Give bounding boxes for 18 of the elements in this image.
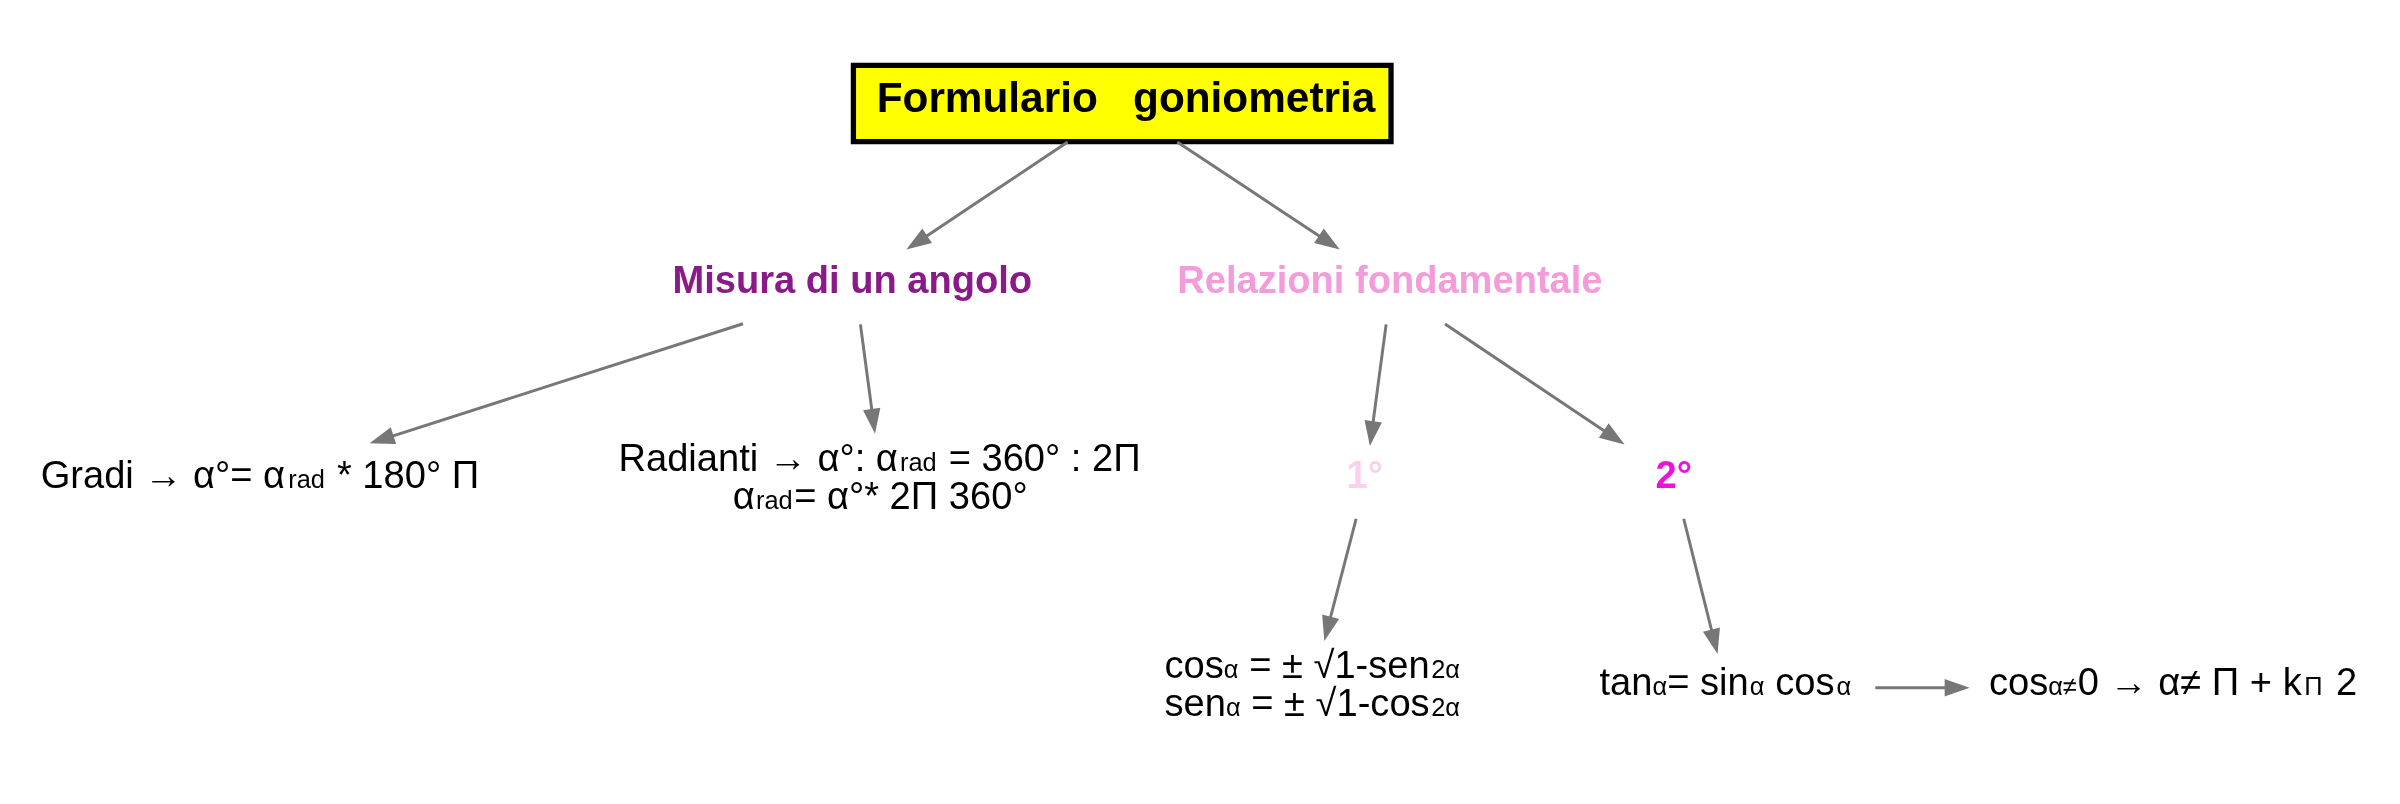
arrow xyxy=(1364,324,1388,446)
node-text: 2° xyxy=(1655,453,1692,496)
arrow xyxy=(369,322,744,445)
node-text: tanα= sinα cosα xyxy=(1599,660,1852,703)
arrow xyxy=(1322,518,1358,641)
arrow xyxy=(1875,679,1970,697)
node-box: Formulario goniometria xyxy=(850,62,1394,145)
node-text: Gradi → α°= αrad * 180° Π xyxy=(40,453,480,496)
node-text: Misura di un angolo xyxy=(672,258,1033,301)
arrow xyxy=(1444,322,1625,445)
node-text: Radianti → α°: αrad = 360° : 2Π αrad= α°* 2Π 360° xyxy=(618,436,1141,517)
node-text: cosα = ± √1-sen2α senα = ± √1-cos2α xyxy=(1164,644,1461,725)
node-text: Relazioni fondamentale xyxy=(1177,258,1603,301)
node-text: cosα≠0 → α≠ Π + kΠ 2 xyxy=(1988,660,2358,703)
arrow xyxy=(858,324,881,434)
arrow xyxy=(906,140,1069,250)
arrow xyxy=(1176,140,1340,250)
arrow xyxy=(1682,518,1720,654)
